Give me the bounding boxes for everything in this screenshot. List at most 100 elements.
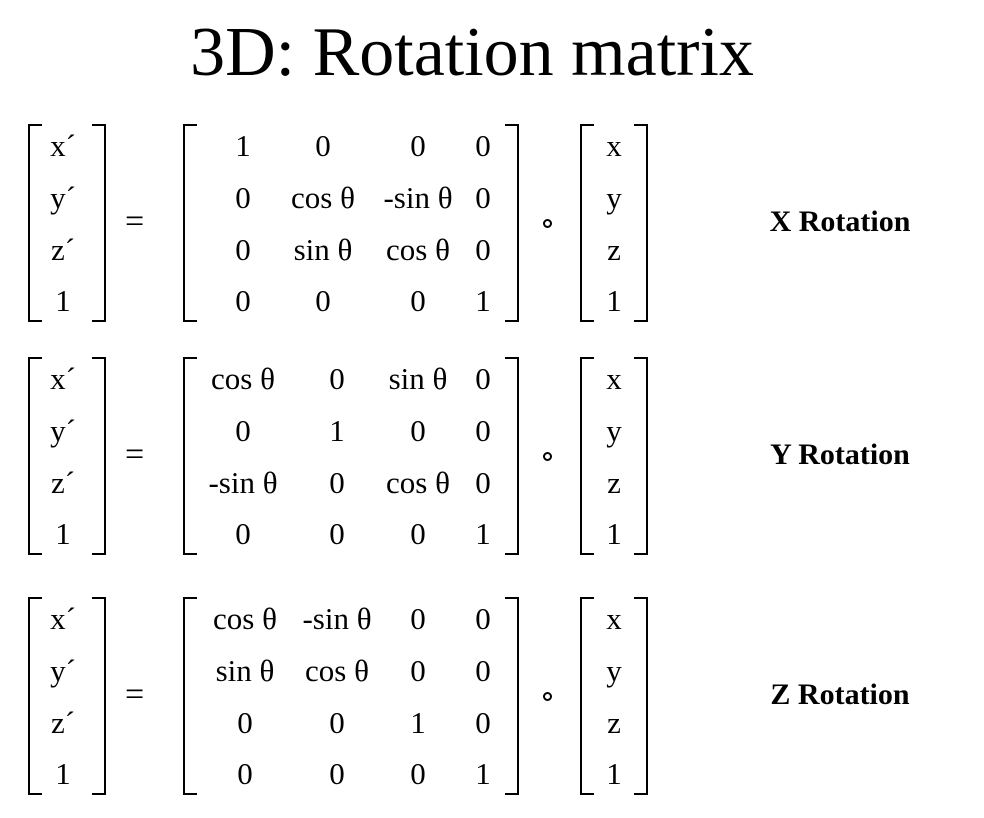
left-bracket <box>580 597 594 795</box>
input-vector-entry: 1 <box>606 283 622 318</box>
matrix-entry: 0 <box>475 232 491 267</box>
matrix-entry: cos θ <box>386 232 450 267</box>
right-bracket <box>505 124 519 322</box>
right-bracket <box>505 357 519 555</box>
rotation-label: X Rotation <box>769 205 911 238</box>
matrix-entry: 0 <box>237 756 253 791</box>
matrix-entry: 0 <box>475 653 491 688</box>
matrix-entry: -sin θ <box>383 180 453 215</box>
multiply-dot-icon <box>543 692 552 701</box>
equals-sign: = <box>125 203 145 240</box>
input-vector-entry: 1 <box>606 516 622 551</box>
matrix-entry: cos θ <box>291 180 355 215</box>
right-bracket <box>92 124 106 322</box>
matrix-entry: 0 <box>329 705 345 740</box>
result-vector-entry: x´ <box>50 128 76 163</box>
result-vector-entry: y´ <box>50 653 76 688</box>
matrix-entry: 0 <box>475 180 491 215</box>
input-vector-entry: y <box>606 180 622 215</box>
right-bracket <box>634 357 648 555</box>
result-vector-entry: 1 <box>55 756 71 791</box>
matrix-entry: sin θ <box>293 232 353 267</box>
matrix-entry: 0 <box>410 283 426 318</box>
matrix-entry: sin θ <box>215 653 275 688</box>
right-bracket <box>634 124 648 322</box>
result-vector-entry: 1 <box>55 516 71 551</box>
rotation-label: Y Rotation <box>770 438 910 471</box>
right-bracket <box>505 597 519 795</box>
matrix-entry: 0 <box>475 465 491 500</box>
right-bracket <box>634 597 648 795</box>
matrix-entry: -sin θ <box>302 601 372 636</box>
result-vector-entry: x´ <box>50 601 76 636</box>
matrix-entry: 0 <box>329 465 345 500</box>
result-vector-entry: z´ <box>50 465 76 500</box>
matrix-entry: 0 <box>329 516 345 551</box>
matrix-entry: 0 <box>235 283 251 318</box>
multiply-dot-icon <box>543 452 552 461</box>
input-vector-entry: x <box>606 128 622 163</box>
rotation-label: Z Rotation <box>770 678 910 711</box>
matrix-entry: cos θ <box>386 465 450 500</box>
matrix-entry: sin θ <box>388 361 448 396</box>
matrix-entry: 0 <box>237 705 253 740</box>
left-bracket <box>183 124 197 322</box>
matrix-entry: 0 <box>235 516 251 551</box>
input-vector-entry: z <box>607 232 621 267</box>
right-bracket <box>92 357 106 555</box>
rotation-equation-y: x´ y´ z´ 1 cos θ 0 sin θ 0 0 1 0 0 -sin θ 0 cos θ 0 0 0 0 1… <box>0 357 984 557</box>
matrix-entry: 1 <box>410 705 426 740</box>
matrix-entry: 0 <box>410 756 426 791</box>
result-vector-entry: y´ <box>50 413 76 448</box>
matrix-entry: 1 <box>329 413 345 448</box>
matrix-entry: 0 <box>235 232 251 267</box>
matrix-entry: 0 <box>315 283 331 318</box>
result-vector-entry: z´ <box>50 232 76 267</box>
input-vector-entry: y <box>606 653 622 688</box>
left-bracket <box>183 357 197 555</box>
matrix-entry: 0 <box>475 128 491 163</box>
left-bracket <box>580 357 594 555</box>
matrix-entry: cos θ <box>211 361 275 396</box>
input-vector-entry: y <box>606 413 622 448</box>
matrix-entry: 0 <box>410 413 426 448</box>
input-vector-entry: x <box>606 361 622 396</box>
matrix-entry: 0 <box>329 756 345 791</box>
matrix-entry: 0 <box>410 516 426 551</box>
matrix-entry: 0 <box>329 361 345 396</box>
matrix-entry: 1 <box>235 128 251 163</box>
slide-title: 3D: Rotation matrix <box>190 14 754 91</box>
matrix-entry: 0 <box>410 653 426 688</box>
equals-sign: = <box>125 436 145 473</box>
matrix-entry: 0 <box>235 413 251 448</box>
left-bracket <box>28 357 42 555</box>
result-vector-entry: z´ <box>50 705 76 740</box>
left-bracket <box>183 597 197 795</box>
left-bracket <box>28 597 42 795</box>
matrix-entry: 1 <box>475 516 491 551</box>
input-vector-entry: z <box>607 705 621 740</box>
left-bracket <box>580 124 594 322</box>
matrix-entry: 0 <box>475 413 491 448</box>
matrix-entry: 0 <box>475 601 491 636</box>
multiply-dot-icon <box>543 219 552 228</box>
matrix-entry: cos θ <box>213 601 277 636</box>
left-bracket <box>28 124 42 322</box>
equals-sign: = <box>125 676 145 713</box>
input-vector-entry: 1 <box>606 756 622 791</box>
result-vector-entry: y´ <box>50 180 76 215</box>
input-vector-entry: x <box>606 601 622 636</box>
matrix-entry: 1 <box>475 756 491 791</box>
matrix-entry: -sin θ <box>208 465 278 500</box>
matrix-entry: 0 <box>410 601 426 636</box>
matrix-entry: 1 <box>475 283 491 318</box>
matrix-entry: 0 <box>315 128 331 163</box>
matrix-entry: cos θ <box>305 653 369 688</box>
right-bracket <box>92 597 106 795</box>
matrix-entry: 0 <box>475 361 491 396</box>
result-vector-entry: 1 <box>55 283 71 318</box>
matrix-entry: 0 <box>410 128 426 163</box>
result-vector-entry: x´ <box>50 361 76 396</box>
